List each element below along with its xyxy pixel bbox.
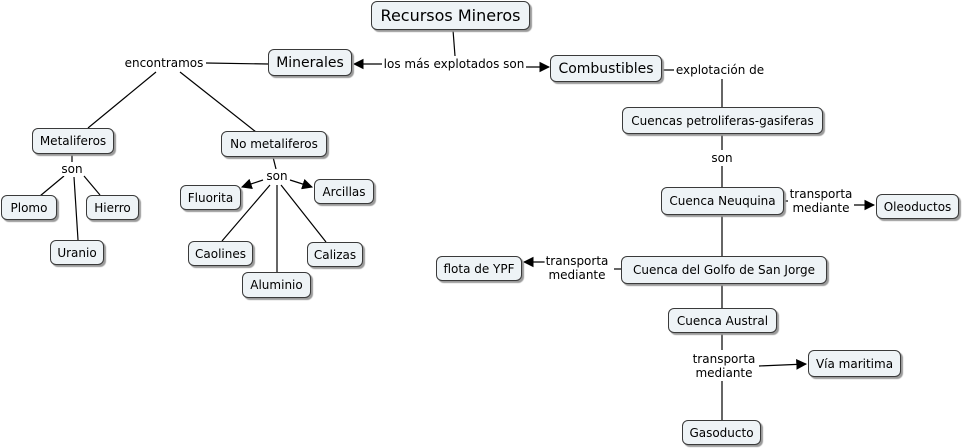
concept-metaliferos[interactable]: Metaliferos [32,128,114,154]
concept-cuenca-golfo[interactable]: Cuenca del Golfo de San Jorge [621,256,827,284]
link-transporta-label: transporta [545,254,609,268]
link-transporta-austral: transporta mediante [691,352,757,380]
link-encontramos: encontramos [123,56,205,70]
concept-plomo[interactable]: Plomo [1,195,57,220]
link-mediante-label: mediante [695,366,753,380]
link-son-metaliferos: son [60,162,84,176]
concept-calizas[interactable]: Calizas [307,242,363,267]
concept-gasoducto[interactable]: Gasoducto [682,420,761,445]
link-transporta-label: transporta [692,352,756,366]
link-son-cuencas: son [710,151,734,165]
link-explotacion: explotación de [674,63,766,77]
concept-minerales[interactable]: Minerales [268,49,352,76]
link-transporta-golfo: transporta mediante [544,254,610,282]
concept-fluorita[interactable]: Fluorita [180,185,241,210]
concept-arcillas[interactable]: Arcillas [314,179,374,204]
concept-caolines[interactable]: Caolines [188,241,253,266]
link-son-no-metaliferos: son [265,169,289,183]
concept-recursos-mineros[interactable]: Recursos Mineros [371,1,530,30]
concept-flota-ypf[interactable]: flota de YPF [436,256,522,281]
concept-uranio[interactable]: Uranio [50,240,104,265]
concept-via-maritima[interactable]: Vía maritima [808,350,901,377]
concept-oleoductos[interactable]: Oleoductos [876,194,959,219]
link-transporta-label: transporta [789,187,853,201]
concept-cuenca-neuquina[interactable]: Cuenca Neuquina [661,187,784,215]
link-mas-explotados: los más explotados son [382,57,526,71]
concept-combustibles[interactable]: Combustibles [550,55,662,82]
concept-cuenca-austral[interactable]: Cuenca Austral [668,308,777,333]
link-mediante-label: mediante [548,268,606,282]
link-mediante-label: mediante [792,201,850,215]
concept-cuencas[interactable]: Cuencas petroliferas-gasiferas [622,107,823,134]
link-transporta-neuquina: transporta mediante [788,187,854,215]
concept-no-metaliferos[interactable]: No metaliferos [221,131,327,157]
concept-aluminio[interactable]: Aluminio [242,272,311,298]
concept-hierro[interactable]: Hierro [86,195,139,220]
